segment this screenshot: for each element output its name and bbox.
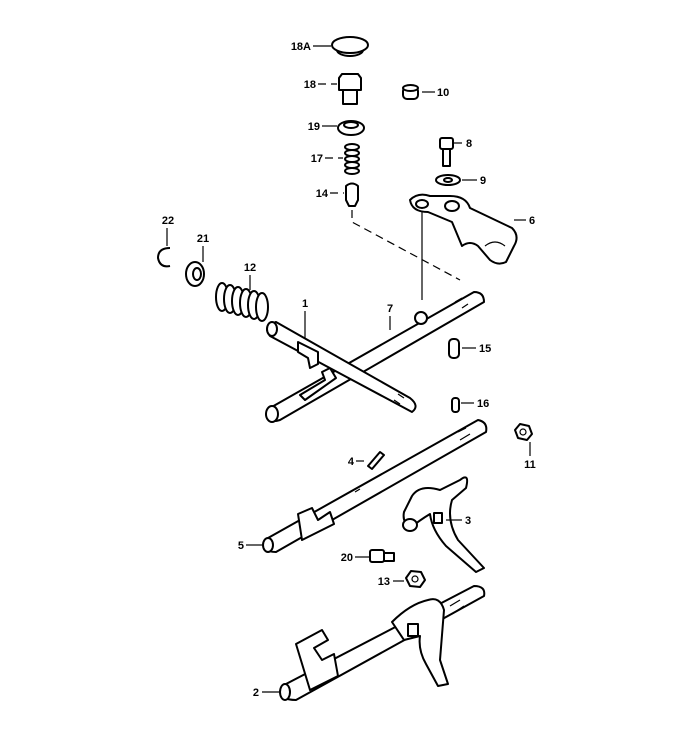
callout-10: 10	[437, 87, 449, 99]
part-20-plug	[369, 549, 395, 563]
callout-12: 12	[244, 262, 256, 274]
part-18a-cap	[331, 36, 369, 57]
part-18-plug	[338, 73, 362, 105]
callout-8: 8	[466, 138, 472, 150]
callout-5: 5	[238, 540, 244, 552]
part-2-shift-rod-with-fork	[279, 585, 486, 701]
callout-6: 6	[529, 215, 535, 227]
callout-2: 2	[253, 687, 259, 699]
callout-21: 21	[197, 233, 209, 245]
part-5-shift-rod	[262, 419, 488, 553]
callout-3: 3	[465, 515, 471, 527]
callout-14: 14	[316, 188, 329, 200]
part-11-nut	[514, 423, 533, 441]
part-8-bolt	[439, 137, 454, 167]
part-16-roll-pin	[451, 397, 460, 413]
callout-18a: 18A	[291, 41, 311, 53]
part-15-pin	[448, 338, 460, 359]
part-1-selector-shaft	[266, 321, 417, 413]
callout-4: 4	[348, 456, 355, 468]
callout-22: 22	[162, 215, 174, 227]
callout-9: 9	[480, 175, 486, 187]
callout-17: 17	[311, 153, 323, 165]
part-19-washer	[337, 120, 365, 136]
part-22-circlip	[157, 247, 171, 268]
callout-15: 15	[479, 343, 491, 355]
callout-19: 19	[308, 121, 320, 133]
callout-1: 1	[302, 298, 308, 310]
callout-11: 11	[524, 459, 536, 471]
part-13-nut	[405, 570, 426, 588]
callout-13: 13	[378, 576, 390, 588]
part-6-shift-arm	[409, 193, 518, 300]
part-12-spring	[215, 282, 269, 322]
callout-16: 16	[477, 398, 489, 410]
part-21-washer	[185, 261, 205, 287]
part-9-lock-washer	[435, 174, 461, 186]
part-7-shift-rod	[265, 291, 485, 423]
part-14-detent-plunger	[345, 182, 359, 207]
part-10-cap	[402, 84, 419, 100]
callout-20: 20	[341, 552, 353, 564]
callout-18: 18	[304, 79, 316, 91]
callout-7: 7	[387, 303, 393, 315]
part-4-pin	[367, 451, 385, 470]
part-3-shift-fork	[402, 476, 485, 573]
part-17-spring	[344, 143, 360, 175]
